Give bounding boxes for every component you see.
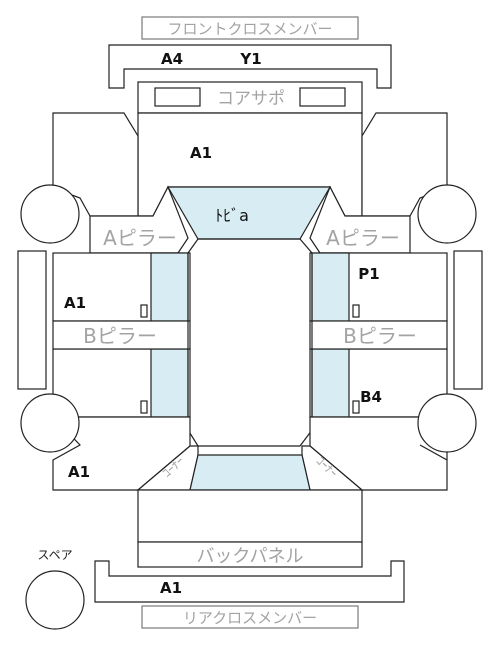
front-right-window (311, 252, 350, 322)
front-cross-member-label: フロントクロスメンバー (167, 20, 332, 38)
rear-left-wheel[interactable] (20, 393, 80, 453)
core-support-label: コアサポ (217, 89, 285, 109)
back-panel[interactable]: バックパネル (137, 541, 363, 568)
rear-member-bracket[interactable] (94, 560, 405, 603)
front-member-code-a: A4 (161, 50, 183, 68)
front-left-window (150, 252, 189, 322)
a-pillar-left-label: Aピラー (103, 226, 177, 250)
b-pillar-right[interactable] (309, 320, 448, 350)
front-left-wheel[interactable] (20, 184, 80, 244)
rear-member-code: A1 (160, 579, 182, 597)
rear-left-quarter-code: A1 (68, 463, 90, 481)
front-left-door-code: A1 (64, 294, 86, 312)
b-pillar-right-label: Bピラー (343, 324, 417, 348)
rear-left-quarter[interactable] (51, 416, 191, 491)
trunk-lid[interactable] (137, 489, 363, 543)
front-right-fender[interactable] (361, 112, 448, 217)
spare-tire[interactable] (25, 570, 85, 630)
rear-right-door-handle (352, 400, 360, 414)
left-headlight-opening (154, 87, 201, 107)
rear-window (189, 454, 311, 491)
rear-right-window (311, 348, 350, 418)
rear-left-door-handle (140, 400, 148, 414)
front-right-door-handle (352, 304, 360, 318)
windshield[interactable] (166, 186, 332, 240)
rear-left-window (150, 348, 189, 418)
b-pillar-left[interactable] (52, 320, 191, 350)
rear-right-wheel[interactable] (417, 393, 477, 453)
roof-label: ﾄﾋﾞa (215, 206, 249, 225)
left-side-step[interactable] (17, 250, 47, 390)
right-side-step[interactable] (453, 250, 483, 390)
front-cross-member[interactable]: フロントクロスメンバー (141, 16, 359, 40)
back-panel-label: バックパネル (196, 546, 303, 567)
rear-right-door-code: B4 (360, 388, 382, 406)
front-right-wheel[interactable] (417, 184, 477, 244)
right-headlight-opening (299, 87, 346, 107)
core-support[interactable]: コアサポ (137, 81, 363, 114)
spare-label: スペア (37, 548, 72, 562)
hood-code: A1 (190, 144, 212, 162)
a-pillar-right-label: Aピラー (326, 226, 400, 250)
rear-cross-member[interactable]: リアクロスメンバー (141, 605, 359, 629)
b-pillar-left-label: Bピラー (83, 324, 157, 348)
front-member-code-y: Y1 (239, 50, 261, 68)
rear-cross-member-label: リアクロスメンバー (183, 609, 317, 627)
front-left-door-handle (140, 304, 148, 318)
front-member-bracket[interactable] (108, 44, 392, 89)
front-right-door-code: P1 (358, 265, 379, 283)
roof-panel[interactable] (187, 238, 313, 447)
